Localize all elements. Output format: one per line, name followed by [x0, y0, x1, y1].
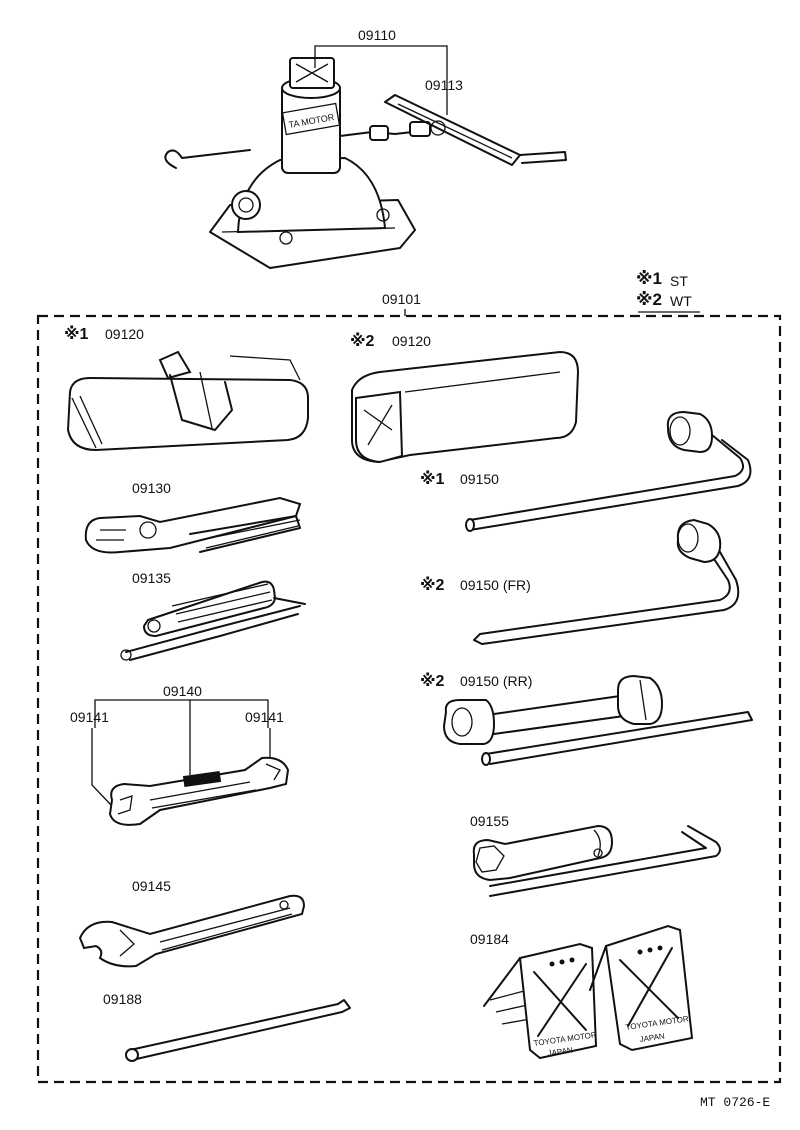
wrench-left-label: 09141	[70, 709, 109, 725]
tool-bag-pouch	[351, 350, 580, 464]
plug-wrench	[472, 824, 721, 897]
bag-st-label: 09120	[105, 326, 144, 342]
bag-st-mark: ※1	[64, 325, 89, 343]
jack-leaders	[314, 45, 448, 115]
lug-wrench-st	[465, 410, 752, 532]
bag-wt-label: 09120	[392, 333, 431, 349]
lug-wrench-fr-label: 09150 (FR)	[460, 577, 531, 593]
lug-wrench-st-mark: ※1	[420, 470, 445, 488]
tool-set-label: 09101	[382, 291, 421, 307]
adjustable-wrench	[78, 894, 306, 968]
pliers	[84, 496, 302, 554]
double-end-wrenches	[108, 756, 290, 826]
lug-wrench-fr-mark: ※2	[420, 576, 445, 594]
chock-origin-left: JAPAN	[547, 1046, 573, 1058]
jack-handle-label: 09113	[425, 77, 463, 93]
lug-wrench-rr	[442, 674, 753, 766]
lug-wrench-rr-label: 09150 (RR)	[460, 673, 532, 689]
plug-wrench-label: 09155	[470, 813, 509, 829]
wheel-chock-label: 09184	[470, 931, 509, 947]
tool-set-boundary	[36, 314, 782, 1084]
jack-assembly-label: 09110	[358, 27, 396, 43]
pliers-label: 09130	[132, 480, 171, 496]
legend: ※1 ST ※2 WT	[636, 269, 700, 313]
wheel-chocks: TOYOTA MOTOR JAPAN TOYOTA MOTOR JAPAN	[483, 924, 694, 1060]
wrench-right-label: 09141	[245, 709, 284, 725]
legend-mark-1: ※1	[636, 269, 662, 288]
screwdriver	[120, 580, 306, 661]
jack-assembly: TA MOTOR	[164, 57, 446, 269]
lug-wrench-fr	[473, 518, 740, 645]
lug-wrench-st-label: 09150	[460, 471, 499, 487]
wrench-set-label: 09140	[163, 683, 202, 699]
chock-origin-right: JAPAN	[639, 1032, 665, 1044]
tool-bag-roll	[66, 350, 309, 452]
wrench-leaders	[91, 699, 271, 807]
screwdriver-label: 09135	[132, 570, 171, 586]
legend-code-1: ST	[670, 273, 688, 289]
adjustable-wrench-label: 09145	[132, 878, 171, 894]
bag-wt-mark: ※2	[350, 332, 375, 350]
legend-code-2: WT	[670, 293, 692, 309]
tire-lever	[125, 999, 351, 1062]
catalog-code: MT 0726-E	[700, 1095, 770, 1110]
lug-wrench-rr-mark: ※2	[420, 672, 445, 690]
jack-handle	[384, 94, 567, 166]
legend-mark-2: ※2	[636, 290, 662, 309]
tire-lever-label: 09188	[103, 991, 142, 1007]
